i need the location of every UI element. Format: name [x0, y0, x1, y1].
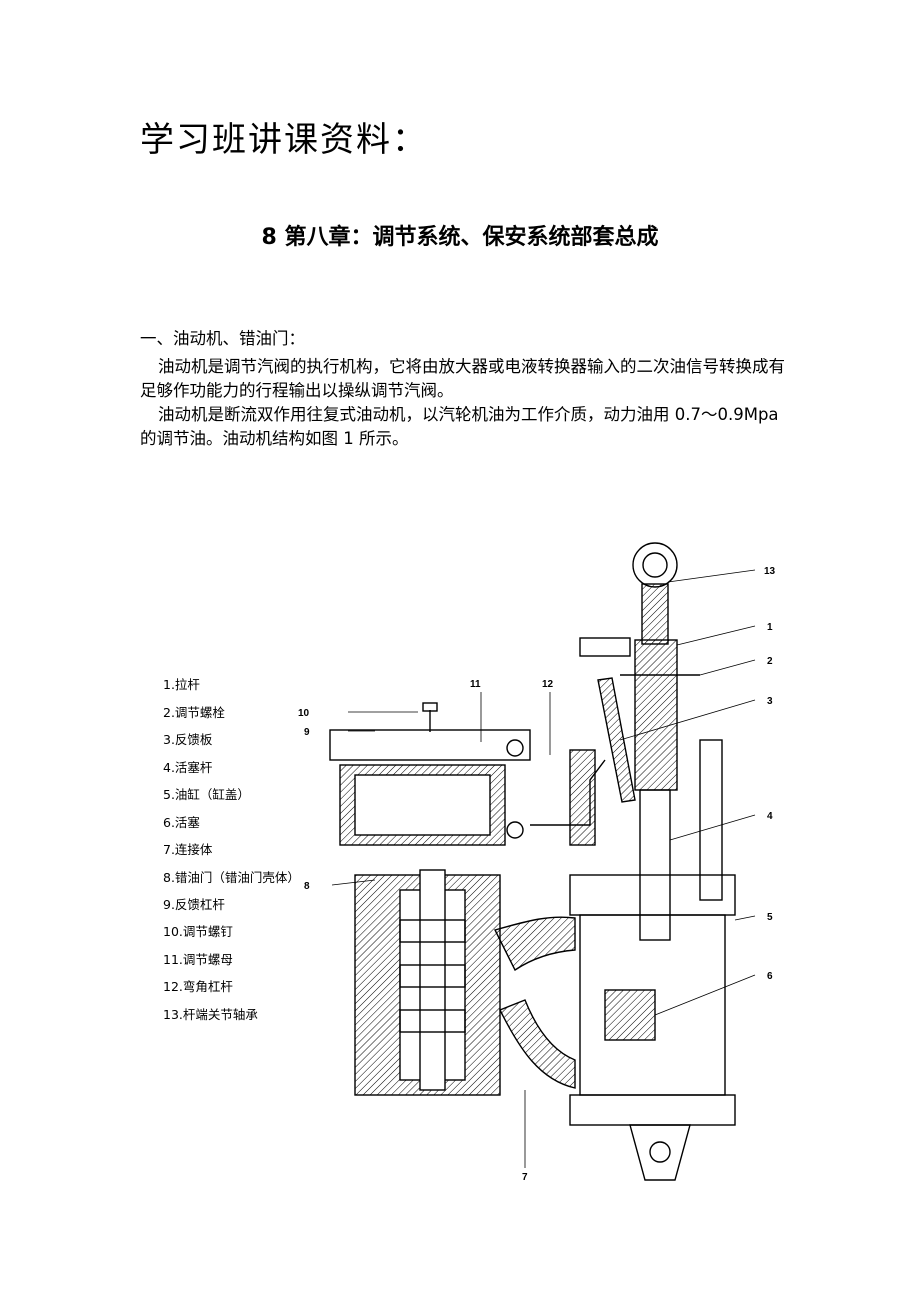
callout-label: 11 — [470, 679, 481, 690]
servomotor-drawing: 13 1 2 3 4 5 6 10 9 11 12 8 7 — [298, 542, 776, 1183]
callout-label: 8 — [304, 881, 310, 892]
chapter-title: 8 第八章：调节系统、保安系统部套总成 — [261, 225, 659, 250]
callout-label: 5 — [767, 912, 773, 923]
section-heading: 一、油动机、错油门： — [140, 329, 305, 348]
legend-item: 5.油缸（缸盖） — [163, 787, 250, 802]
callout-label: 9 — [304, 727, 310, 738]
document-title: 学习班讲课资料： — [140, 120, 428, 160]
callout-label: 13 — [764, 566, 776, 577]
legend-item: 11.调节螺母 — [163, 951, 233, 967]
callout-labels: 13 1 2 3 4 5 6 10 9 11 12 8 7 — [298, 566, 776, 1183]
legend-item: 10.调节螺钉 — [163, 924, 233, 939]
callout-label: 12 — [542, 679, 554, 690]
legend-item: 6.活塞 — [163, 814, 200, 830]
callout-label: 3 — [767, 696, 773, 707]
legend-item: 2.调节螺栓 — [163, 704, 225, 720]
callout-label: 2 — [767, 656, 773, 667]
callout-label: 6 — [767, 971, 773, 982]
legend-item: 1.拉杆 — [163, 677, 200, 692]
callout-label: 7 — [522, 1172, 528, 1183]
legend-item: 4.活塞杆 — [163, 759, 213, 775]
paragraph: 油动机是断流双作用往复式油动机，以汽轮机油为工作介质，动力油用 0.7～0.9M… — [140, 405, 779, 448]
paragraph: 油动机是调节汽阀的执行机构，它将由放大器或电液转换器输入的二次油信号转换成有足够… — [140, 357, 785, 400]
figure-legend: 1.拉杆 2.调节螺栓 3.反馈板 4.活塞杆 5.油缸（缸盖） 6.活塞 7.… — [163, 671, 303, 1028]
legend-item: 3.反馈板 — [163, 732, 213, 747]
legend-item: 7.连接体 — [163, 842, 213, 857]
callout-label: 10 — [298, 708, 310, 719]
callout-label: 1 — [767, 622, 773, 633]
legend-item: 12.弯角杠杆 — [163, 979, 233, 994]
legend-item: 13.杆端关节轴承 — [163, 1006, 258, 1022]
legend-item: 9.反馈杠杆 — [163, 896, 225, 912]
callout-label: 4 — [767, 811, 773, 822]
legend-item: 8.错油门（错油门壳体） — [163, 869, 300, 885]
